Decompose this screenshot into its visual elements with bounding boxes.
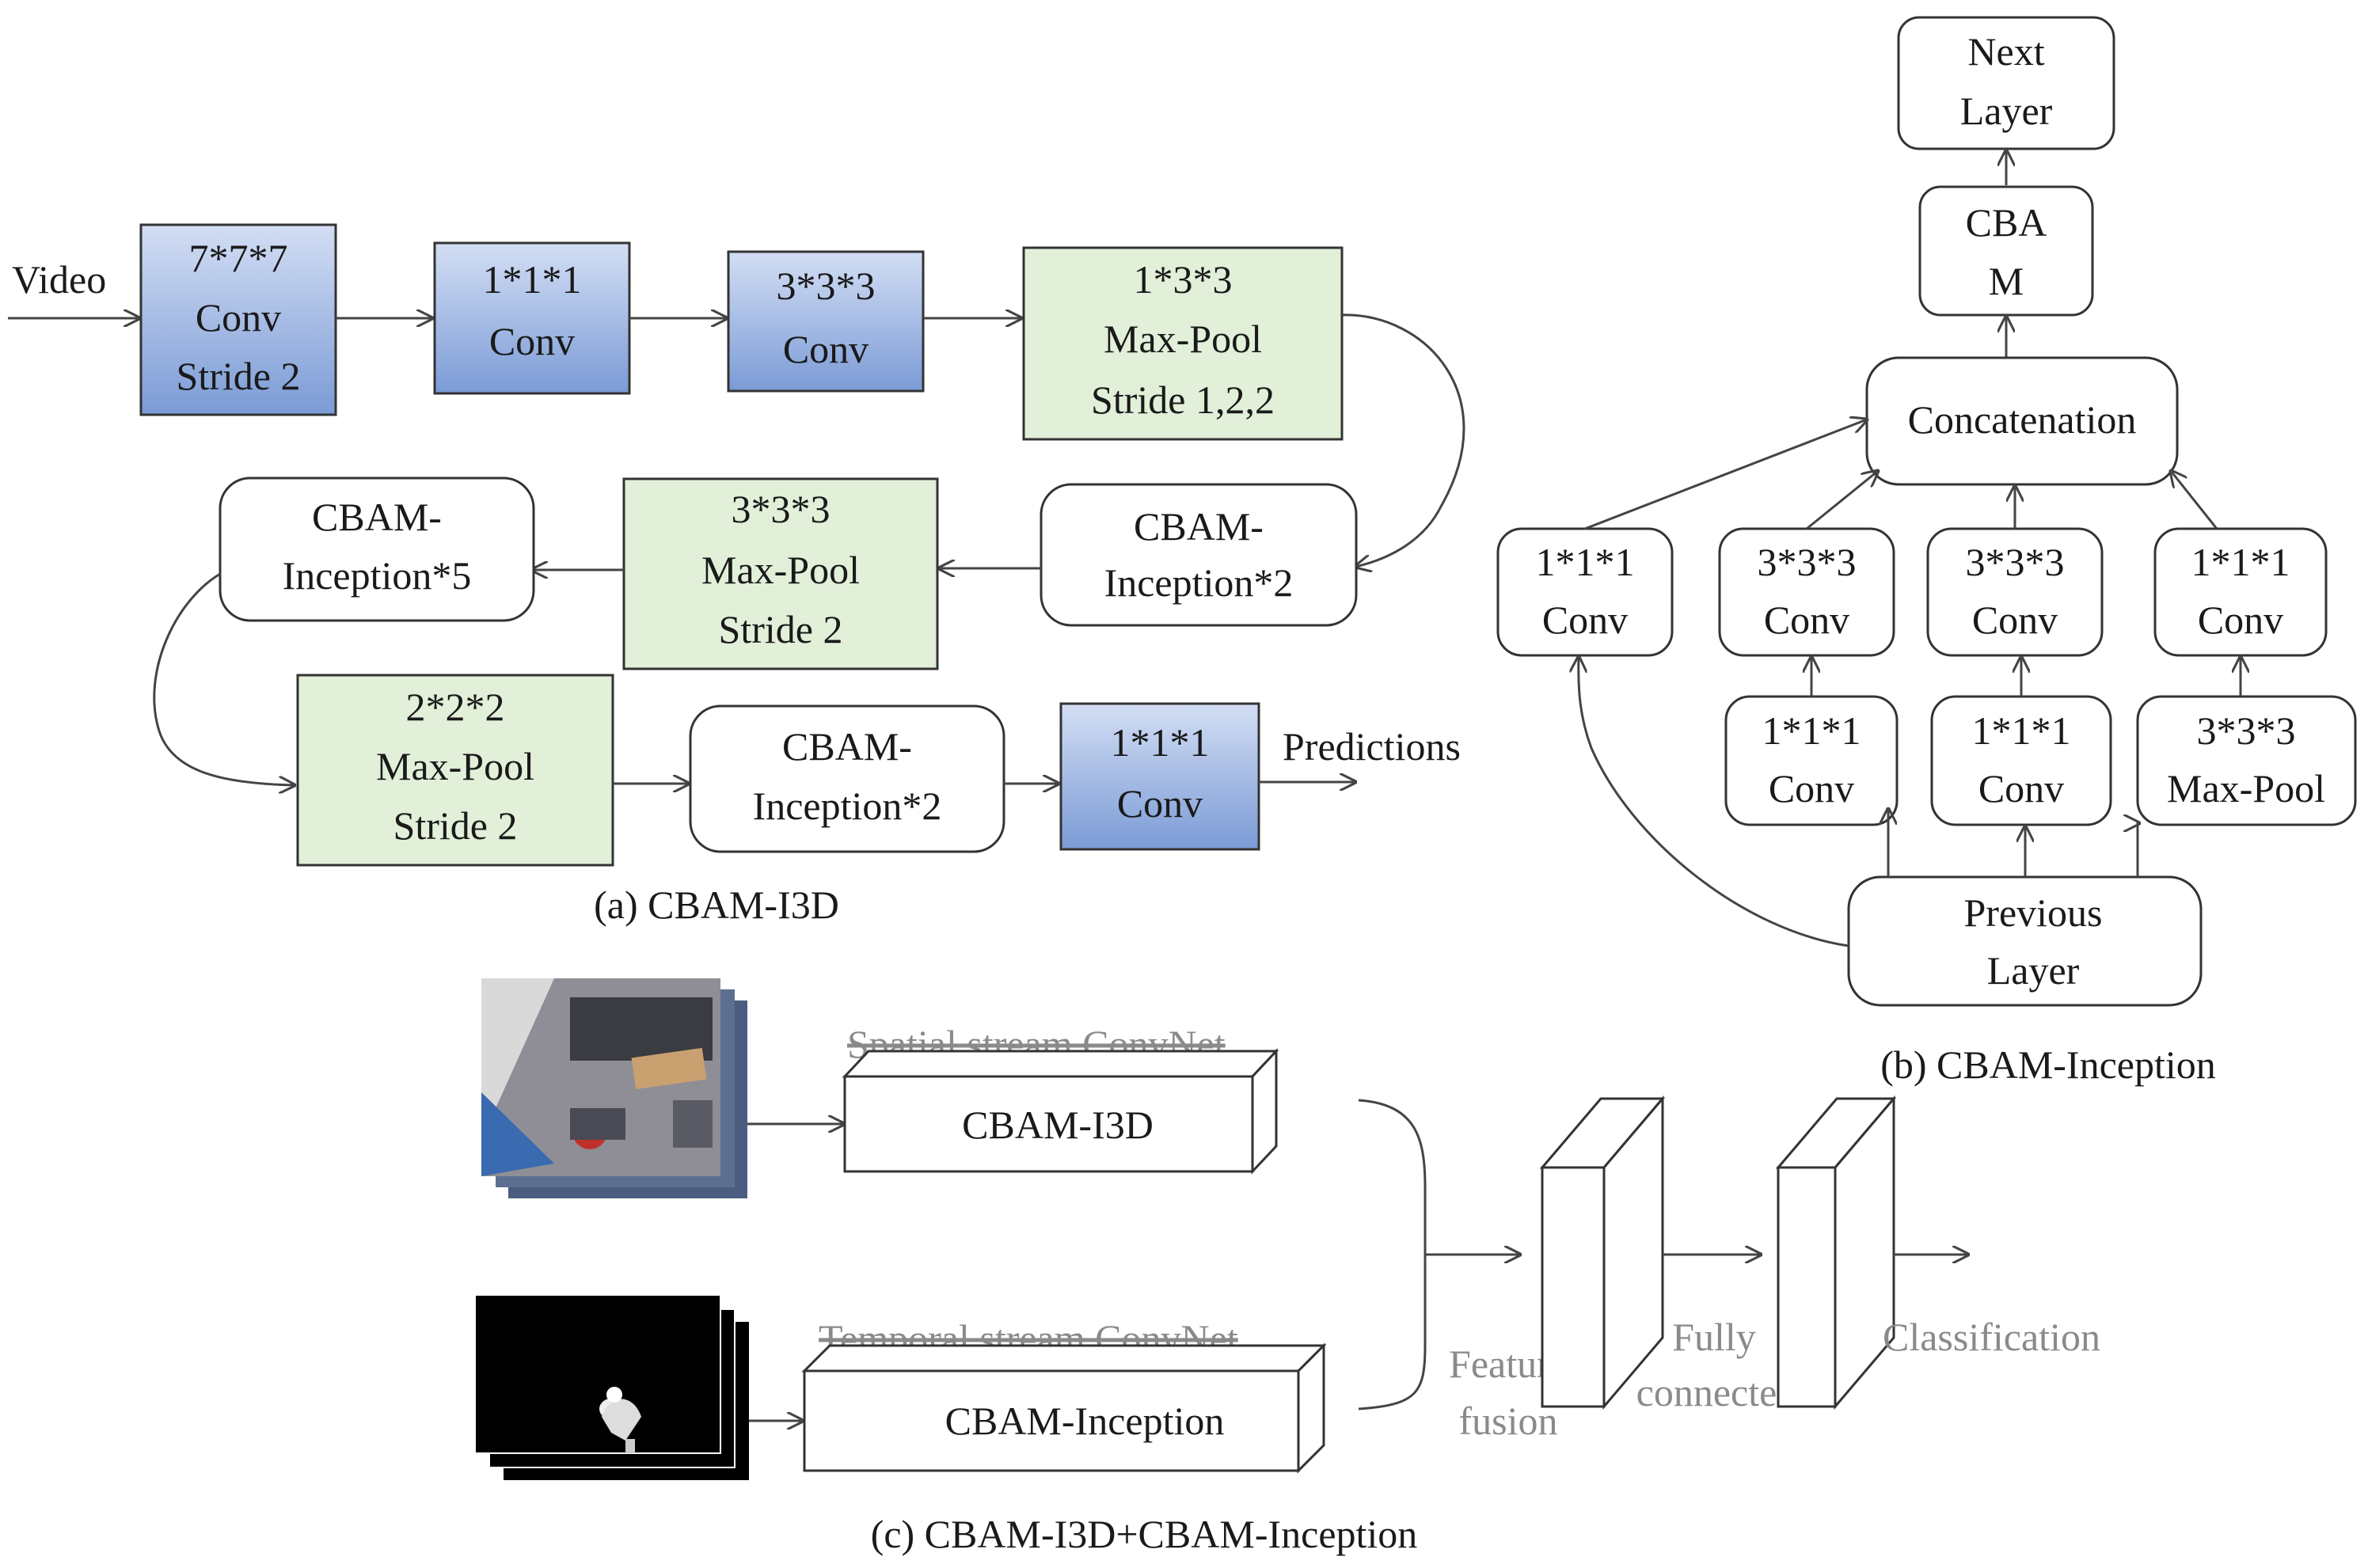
predictions-label: Predictions xyxy=(1283,724,1461,769)
svg-text:1*1*1: 1*1*1 xyxy=(1111,720,1210,765)
conv-1x1x1-box: 1*1*1 Conv xyxy=(433,241,631,395)
svg-text:Conv: Conv xyxy=(1117,781,1203,826)
svg-text:1*1*1: 1*1*1 xyxy=(1536,540,1635,584)
cbam-inception-5-box: CBAM- Inception*5 xyxy=(219,476,535,622)
conv-1x1x1-final-box: 1*1*1 Conv xyxy=(1059,702,1260,851)
svg-text:Conv: Conv xyxy=(1978,766,2064,811)
cbam-inception-2-box-1: CBAM- Inception*2 xyxy=(1040,483,1358,627)
branch1-conv-1x1x1-box: 1*1*1 Conv xyxy=(1496,527,1674,657)
classification-label: Classification xyxy=(1883,1315,2100,1359)
svg-text:3*3*3: 3*3*3 xyxy=(2197,708,2296,753)
svg-text:Inception*5: Inception*5 xyxy=(283,553,472,598)
arrow-b2-concat xyxy=(1806,471,1878,530)
svg-text:CBAM-: CBAM- xyxy=(782,724,912,769)
svg-text:Conv: Conv xyxy=(1764,598,1849,642)
caption-a: (a) CBAM-I3D xyxy=(594,883,839,927)
svg-text:Stride 2: Stride 2 xyxy=(393,803,518,848)
maxpool-2x2x2-box: 2*2*2 Max-Pool Stride 2 xyxy=(296,674,614,867)
video-label: Video xyxy=(12,257,106,302)
arrow-b1-concat xyxy=(1584,420,1867,530)
svg-text:3*3*3: 3*3*3 xyxy=(777,264,876,308)
branch2-conv-1x1x1-box: 1*1*1 Conv xyxy=(1724,695,1899,826)
panel-c: Spatial stream ConvNet CBAM-I3D Temporal… xyxy=(474,978,2100,1556)
svg-text:Conv: Conv xyxy=(1972,598,2058,642)
conv-7x7x7-box: 7*7*7 Conv Stride 2 xyxy=(139,223,337,416)
svg-text:Inception*2: Inception*2 xyxy=(1104,560,1294,605)
svg-text:Conv: Conv xyxy=(2198,598,2283,642)
branch4-maxpool-3x3x3-box: 3*3*3 Max-Pool xyxy=(2136,695,2357,826)
fully-connected-label: Fully xyxy=(1672,1315,1756,1359)
conv-3x3x3-box: 3*3*3 Conv xyxy=(727,250,925,393)
svg-text:1*3*3: 1*3*3 xyxy=(1134,257,1233,302)
svg-text:Stride 2: Stride 2 xyxy=(719,607,843,651)
concatenation-box: Concatenation xyxy=(1865,356,2179,486)
curve-a1 xyxy=(1341,313,1465,567)
maxpool-1x3x3-box: 1*3*3 Max-Pool Stride 1,2,2 xyxy=(1022,246,1344,441)
svg-text:Max-Pool: Max-Pool xyxy=(701,548,860,592)
panel-a: Video 7*7*7 Conv Stride 2 1*1*1 Conv 3*3… xyxy=(8,223,1465,927)
temporal-box-label: CBAM-Inception xyxy=(945,1399,1225,1443)
svg-text:CBAM-: CBAM- xyxy=(1134,504,1264,549)
svg-text:1*1*1: 1*1*1 xyxy=(1762,708,1861,753)
svg-text:Max-Pool: Max-Pool xyxy=(2167,766,2325,811)
svg-text:7*7*7: 7*7*7 xyxy=(189,236,288,280)
svg-text:Stride 2: Stride 2 xyxy=(177,354,301,398)
curve-a2 xyxy=(153,572,295,785)
svg-text:Concatenation: Concatenation xyxy=(1908,397,2137,442)
svg-text:M: M xyxy=(1989,259,2024,303)
branch3-conv-3x3x3-box: 3*3*3 Conv xyxy=(1926,527,2104,657)
svg-text:Conv: Conv xyxy=(489,319,575,363)
svg-text:Stride 1,2,2: Stride 1,2,2 xyxy=(1091,378,1275,422)
svg-text:3*3*3: 3*3*3 xyxy=(1966,540,2065,584)
branch4-conv-1x1x1-box: 1*1*1 Conv xyxy=(2153,527,2328,657)
svg-text:Layer: Layer xyxy=(1960,89,2053,133)
caption-b: (b) CBAM-Inception xyxy=(1880,1042,2216,1087)
svg-text:CBAM-: CBAM- xyxy=(312,495,442,539)
next-layer-box: Next Layer xyxy=(1897,16,2115,150)
svg-text:Inception*2: Inception*2 xyxy=(753,784,942,828)
spatial-frames-image xyxy=(481,978,747,1198)
fusion-brace xyxy=(1358,1099,1427,1410)
arrow-prev-b4 xyxy=(2138,823,2139,877)
svg-text:3*3*3: 3*3*3 xyxy=(732,487,831,531)
svg-text:Previous: Previous xyxy=(1964,890,2103,935)
svg-text:Conv: Conv xyxy=(783,327,869,371)
cbam-box: CBA M xyxy=(1918,185,2094,317)
svg-text:Conv: Conv xyxy=(1542,598,1628,642)
svg-text:Max-Pool: Max-Pool xyxy=(1104,317,1262,361)
svg-text:Layer: Layer xyxy=(1987,948,2080,993)
svg-text:Next: Next xyxy=(1967,29,2044,74)
caption-c: (c) CBAM-I3D+CBAM-Inception xyxy=(871,1512,1418,1556)
spatial-box-label: CBAM-I3D xyxy=(962,1103,1154,1147)
svg-text:Conv: Conv xyxy=(196,295,281,340)
panel-b: Next Layer CBA M Concatenation 1*1*1 Con… xyxy=(1496,16,2357,1087)
maxpool-3x3x3-box: 3*3*3 Max-Pool Stride 2 xyxy=(622,477,939,670)
svg-text:1*1*1: 1*1*1 xyxy=(1972,708,2071,753)
spatial-cuboid: CBAM-I3D xyxy=(842,1048,1279,1175)
fully-connected-label-2: connected xyxy=(1636,1370,1797,1414)
fc-slab xyxy=(1775,1095,1897,1410)
svg-text:Max-Pool: Max-Pool xyxy=(376,744,534,788)
arrow-b4-concat xyxy=(2171,471,2218,530)
arrow-prev-b1 xyxy=(1579,657,1849,947)
temporal-frames-image xyxy=(474,1294,749,1480)
branch2-conv-3x3x3-box: 3*3*3 Conv xyxy=(1718,527,1895,657)
temporal-cuboid: CBAM-Inception xyxy=(801,1342,1327,1474)
svg-text:1*1*1: 1*1*1 xyxy=(483,257,582,302)
svg-text:3*3*3: 3*3*3 xyxy=(1758,540,1857,584)
cbam-inception-2-box-2: CBAM- Inception*2 xyxy=(689,704,1005,853)
svg-text:Conv: Conv xyxy=(1769,766,1854,811)
svg-text:2*2*2: 2*2*2 xyxy=(406,685,505,729)
branch3-conv-1x1x1-box: 1*1*1 Conv xyxy=(1930,695,2112,826)
previous-layer-box: Previous Layer xyxy=(1847,875,2203,1007)
fusion-slab xyxy=(1539,1095,1666,1410)
svg-text:1*1*1: 1*1*1 xyxy=(2191,540,2290,584)
svg-text:CBA: CBA xyxy=(1966,200,2047,245)
